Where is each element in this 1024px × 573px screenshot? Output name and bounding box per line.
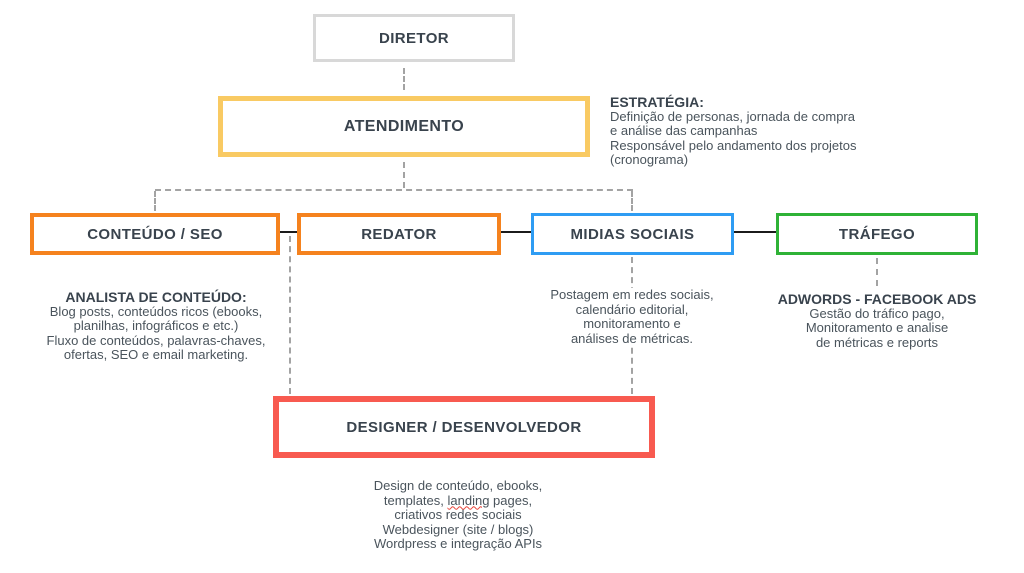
note-estrategia: ESTRATÉGIA: Definição de personas, jorna… xyxy=(610,95,900,168)
node-midias-sociais-label: MIDIAS SOCIAIS xyxy=(570,225,695,243)
note-adwords-facebook: ADWORDS - FACEBOOK ADS Gestão do tráfico… xyxy=(752,292,1002,350)
node-trafego: TRÁFEGO xyxy=(776,213,978,255)
dashed-rail xyxy=(155,189,633,191)
note-designer-misspelled-word: landing xyxy=(447,492,490,508)
node-designer-desenvolvedor: DESIGNER / DESENVOLVEDOR xyxy=(273,396,655,458)
node-trafego-label: TRÁFEGO xyxy=(838,225,916,243)
note-designer-line: Wordpress e integração APIs xyxy=(373,536,543,551)
connector-midias-trafego xyxy=(734,231,776,233)
connector-redator-midias xyxy=(501,231,531,233)
note-analista-conteudo-line: Blog posts, conteúdos ricos (ebooks, xyxy=(49,303,263,319)
note-adwords-facebook-line: Gestão do tráfico pago, xyxy=(809,305,945,321)
note-analista-conteudo-line: ofertas, SEO e email marketing. xyxy=(63,347,249,362)
note-midias-sociais-line: calendário editorial, xyxy=(575,301,689,317)
node-designer-desenvolvedor-label: DESIGNER / DESENVOLVEDOR xyxy=(346,418,582,436)
note-midias-sociais-line: Postagem em redes sociais, xyxy=(550,287,714,302)
node-diretor-label: DIRETOR xyxy=(378,29,450,47)
note-midias-sociais: Postagem em redes sociais, calendário ed… xyxy=(522,287,742,346)
node-midias-sociais: MIDIAS SOCIAIS xyxy=(531,213,734,255)
dashed-connector-diretor-atendimento xyxy=(403,68,405,90)
note-midias-sociais-line: análises de métricas. xyxy=(570,330,694,346)
node-redator: REDATOR xyxy=(297,213,501,255)
node-redator-label: REDATOR xyxy=(361,225,437,243)
note-analista-conteudo-line: Fluxo de conteúdos, palavras-chaves, xyxy=(46,332,266,348)
note-adwords-facebook-line: de métricas e reports xyxy=(815,334,939,350)
note-designer-line: templates, landing pages, xyxy=(338,492,578,509)
note-designer-line: Webdesigner (site / blogs) xyxy=(382,521,534,537)
note-designer-line: criativos redes sociais xyxy=(394,507,522,522)
note-adwords-facebook-line: Monitoramento e analise xyxy=(805,320,949,335)
node-atendimento-label: ATENDIMENTO xyxy=(343,117,465,135)
node-diretor: DIRETOR xyxy=(313,14,515,62)
note-estrategia-line: Responsável pelo andamento dos projetos xyxy=(610,137,857,153)
note-estrategia-line: Definição de personas, jornada de compra xyxy=(610,108,855,124)
note-estrategia-line: (cronograma) xyxy=(610,152,689,167)
dashed-connector-atendimento-rail xyxy=(403,162,405,188)
dashed-connector-rail-conteudo xyxy=(154,191,156,211)
note-adwords-facebook-title: ADWORDS - FACEBOOK ADS xyxy=(777,291,977,307)
note-estrategia-line: e análise das campanhas xyxy=(610,123,758,138)
note-designer-line2-pre: templates, xyxy=(383,492,448,508)
note-designer: Design de conteúdo, ebooks, templates, l… xyxy=(338,478,578,552)
node-conteudo-seo: CONTEÚDO / SEO xyxy=(30,213,280,255)
dashed-connector-rail-midias xyxy=(631,191,633,211)
note-midias-sociais-line: monitoramento e xyxy=(583,316,681,331)
note-analista-conteudo-title: ANALISTA DE CONTEÚDO: xyxy=(65,289,247,305)
connector-conteudo-redator xyxy=(280,231,297,233)
note-designer-line2-post: pages, xyxy=(489,492,533,508)
dashed-stub-trafego xyxy=(876,258,878,286)
note-analista-conteudo-line: planilhas, infográficos e etc.) xyxy=(73,318,239,333)
node-conteudo-seo-label: CONTEÚDO / SEO xyxy=(87,225,223,243)
node-atendimento: ATENDIMENTO xyxy=(218,96,590,157)
dashed-connector-conteudo-designer xyxy=(289,236,291,394)
note-designer-line: Design de conteúdo, ebooks, xyxy=(373,478,543,493)
note-analista-conteudo: ANALISTA DE CONTEÚDO: Blog posts, conteú… xyxy=(16,290,296,363)
note-estrategia-title: ESTRATÉGIA: xyxy=(610,94,704,110)
